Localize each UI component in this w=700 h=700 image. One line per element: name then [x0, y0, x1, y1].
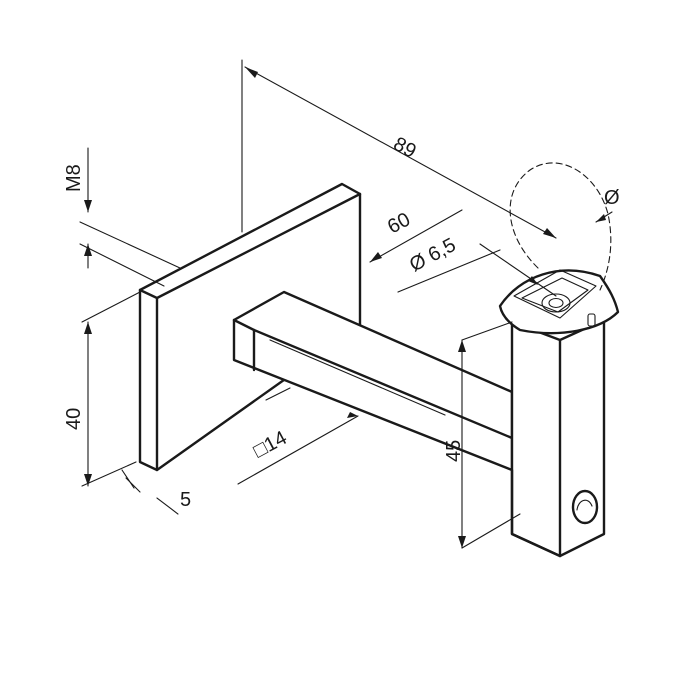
- dim-60-label: 60: [384, 209, 414, 239]
- dim-5-label: 5: [180, 489, 191, 511]
- dim-phi-label: Ø: [604, 187, 620, 209]
- vertical-post: [510, 318, 606, 558]
- saddle-cup: [498, 269, 620, 335]
- dim-89-label: 89: [390, 133, 420, 163]
- dim-m8-label: M8: [63, 164, 85, 192]
- handrail-circle: [509, 162, 612, 291]
- dim-45-label: 45: [443, 440, 465, 462]
- side-screw-hole: [571, 489, 599, 525]
- dimension-lines: [79, 59, 613, 549]
- dim-40-label: 40: [63, 408, 85, 430]
